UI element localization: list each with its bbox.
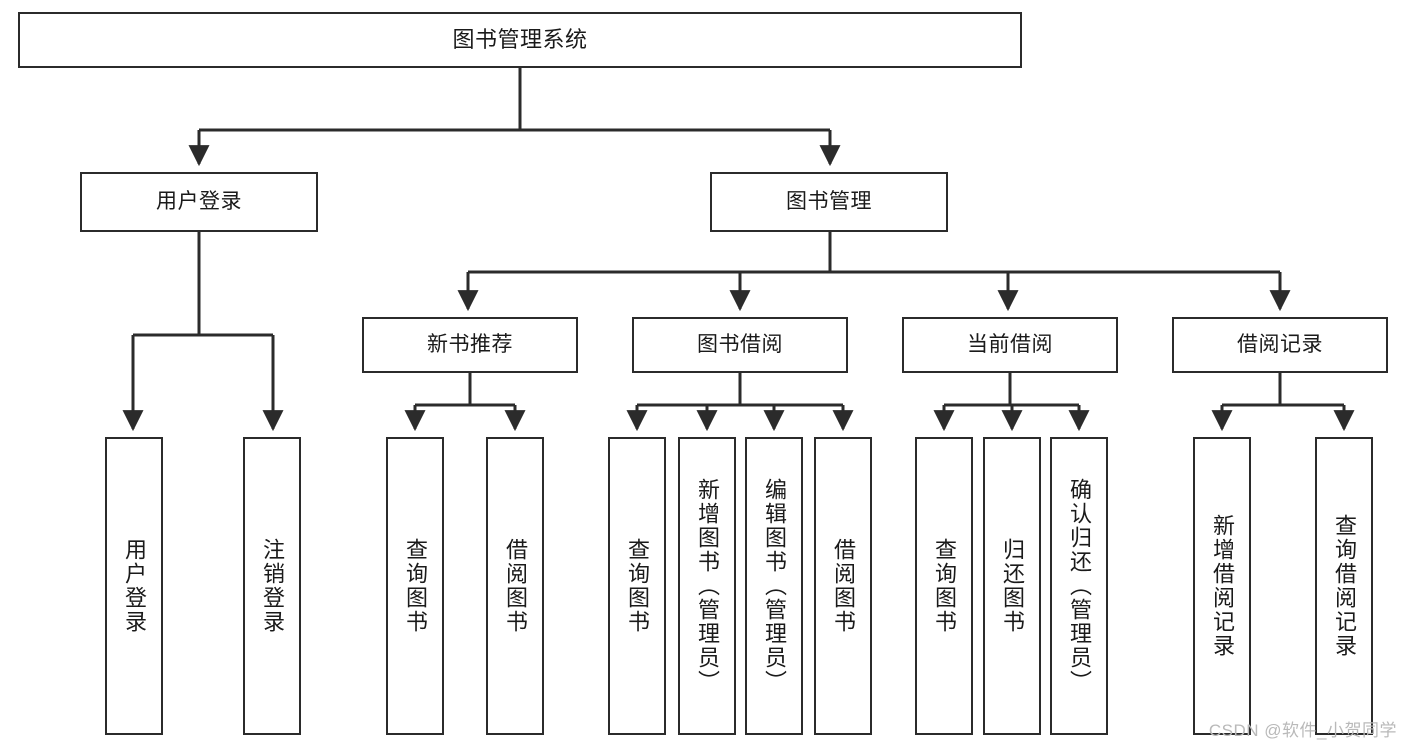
leaf-confirm-return-label: 确认归还（管理员） (1066, 478, 1092, 694)
node-user-login[interactable]: 用户登录 (80, 172, 318, 232)
leaf-query-book-3-label: 查询图书 (931, 538, 957, 634)
leaf-borrow-book-1-label: 借阅图书 (502, 538, 528, 634)
node-user-login-label: 用户登录 (156, 189, 242, 213)
leaf-user-login-label: 用户登录 (121, 538, 147, 634)
node-borrow-records[interactable]: 借阅记录 (1172, 317, 1388, 373)
node-book-manage-label: 图书管理 (786, 189, 872, 213)
leaf-return-book[interactable]: 归还图书 (983, 437, 1041, 735)
leaf-query-record-label: 查询借阅记录 (1331, 514, 1357, 658)
leaf-query-book-2[interactable]: 查询图书 (608, 437, 666, 735)
leaf-edit-book[interactable]: 编辑图书（管理员） (745, 437, 803, 735)
node-new-book-recommend-label: 新书推荐 (427, 332, 513, 356)
leaf-query-record[interactable]: 查询借阅记录 (1315, 437, 1373, 735)
leaf-edit-book-label: 编辑图书（管理员） (761, 478, 787, 694)
node-borrow-records-label: 借阅记录 (1237, 332, 1323, 356)
leaf-query-book-3[interactable]: 查询图书 (915, 437, 973, 735)
leaf-add-record[interactable]: 新增借阅记录 (1193, 437, 1251, 735)
node-book-borrow[interactable]: 图书借阅 (632, 317, 848, 373)
csdn-watermark: CSDN @软件_小贺同学 (1208, 721, 1397, 740)
leaf-return-book-label: 归还图书 (999, 538, 1025, 634)
leaf-borrow-book-2[interactable]: 借阅图书 (814, 437, 872, 735)
leaf-user-login[interactable]: 用户登录 (105, 437, 163, 735)
node-current-borrow-label: 当前借阅 (967, 332, 1053, 356)
leaf-borrow-book-2-label: 借阅图书 (830, 538, 856, 634)
node-current-borrow[interactable]: 当前借阅 (902, 317, 1118, 373)
leaf-logout-label: 注销登录 (259, 538, 285, 634)
node-book-borrow-label: 图书借阅 (697, 332, 783, 356)
leaf-add-book-label: 新增图书（管理员） (694, 478, 720, 694)
leaf-confirm-return[interactable]: 确认归还（管理员） (1050, 437, 1108, 735)
leaf-logout[interactable]: 注销登录 (243, 437, 301, 735)
leaf-query-book-2-label: 查询图书 (624, 538, 650, 634)
leaf-add-book[interactable]: 新增图书（管理员） (678, 437, 736, 735)
node-book-manage[interactable]: 图书管理 (710, 172, 948, 232)
leaf-query-book-1-label: 查询图书 (402, 538, 428, 634)
node-new-book-recommend[interactable]: 新书推荐 (362, 317, 578, 373)
leaf-borrow-book-1[interactable]: 借阅图书 (486, 437, 544, 735)
leaf-query-book-1[interactable]: 查询图书 (386, 437, 444, 735)
node-root-system[interactable]: 图书管理系统 (18, 12, 1022, 68)
node-root-system-label: 图书管理系统 (452, 27, 588, 53)
leaf-add-record-label: 新增借阅记录 (1209, 514, 1235, 658)
